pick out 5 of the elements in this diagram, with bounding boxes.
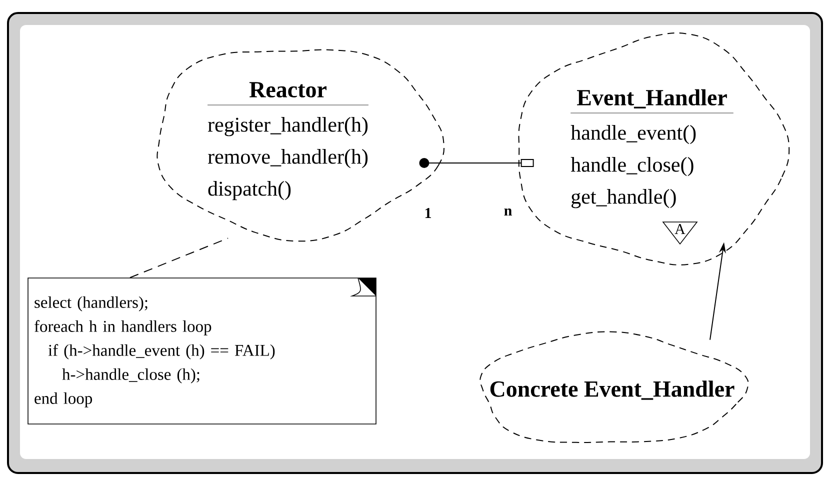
multiplicity-label: 1 [425,208,431,218]
class-cloud: Concrete Event_Handler [480,331,749,443]
connector [419,158,534,168]
note-box: select (handlers); foreach h in handlers loop if (h->handle_event (h) == FAIL) h->handle_close (h); end loop [28,278,376,424]
dashed-line [130,238,228,278]
